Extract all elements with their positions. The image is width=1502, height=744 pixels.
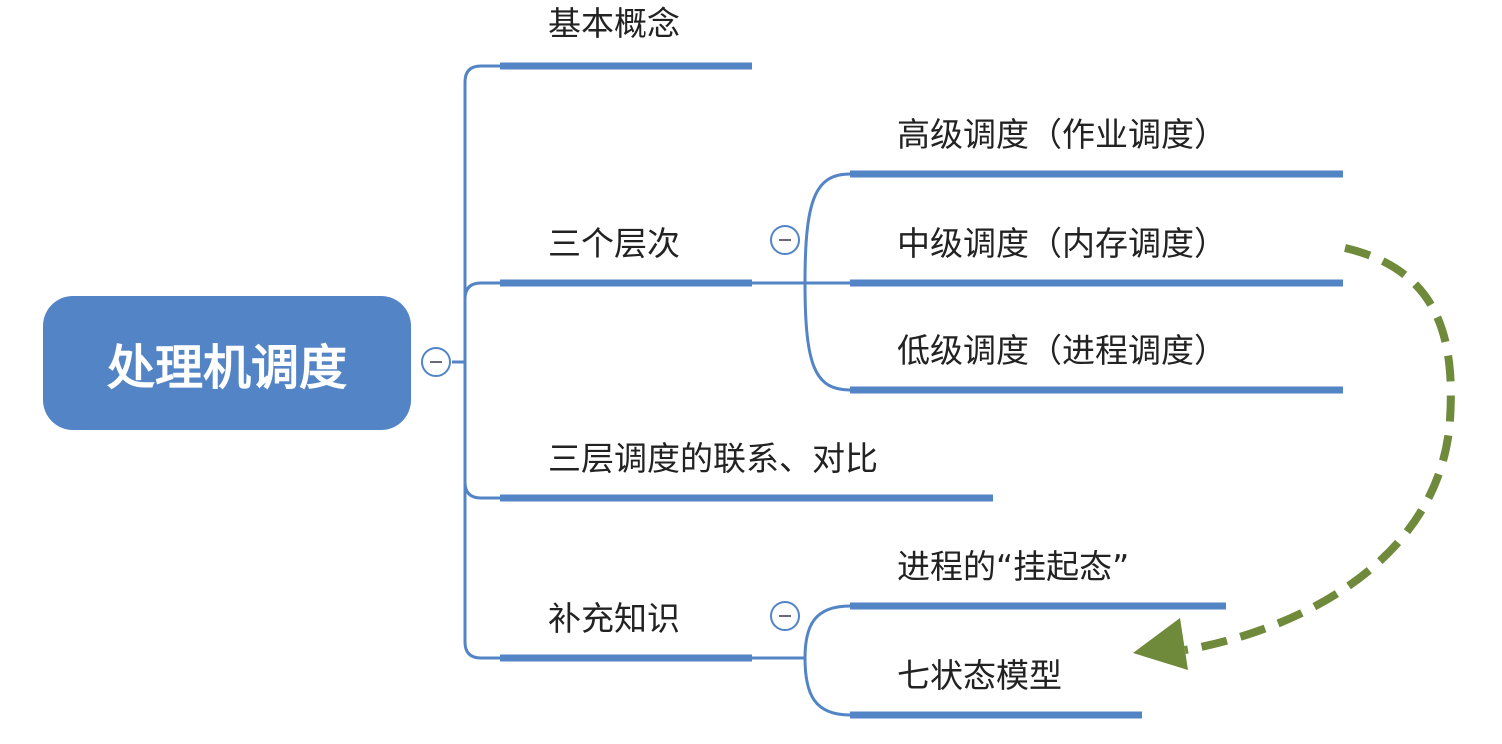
collapse-extra-icon[interactable]	[770, 601, 800, 631]
root-label: 处理机调度	[106, 340, 347, 396]
collapse-root-icon[interactable]	[421, 347, 451, 377]
root-node[interactable]: 处理机调度	[43, 296, 411, 430]
node-basic-concepts[interactable]: 基本概念	[548, 4, 680, 43]
node-compare[interactable]: 三层调度的联系、对比	[548, 439, 878, 478]
node-low-level[interactable]: 低级调度（进程调度）	[897, 331, 1227, 370]
trunk-to-extra	[463, 362, 500, 660]
node-high-level[interactable]: 高级调度（作业调度）	[897, 115, 1227, 154]
trunk-to-levels	[463, 281, 500, 362]
extra-to-suspend	[803, 604, 851, 659]
node-three-levels[interactable]: 三个层次	[548, 224, 680, 263]
node-seven-state[interactable]: 七状态模型	[897, 656, 1062, 695]
node-suspend-state[interactable]: 进程的“挂起态”	[897, 547, 1130, 586]
collapse-levels-icon[interactable]	[770, 225, 800, 255]
levels-to-low	[803, 282, 851, 392]
node-mid-level[interactable]: 中级调度（内存调度）	[897, 224, 1227, 263]
dashed-annotation-arrow	[1184, 244, 1455, 654]
node-extra[interactable]: 补充知识	[548, 599, 680, 638]
trunk-to-compare	[463, 362, 500, 500]
trunk-to-basic	[463, 64, 500, 362]
arrowhead-icon	[1133, 618, 1188, 670]
levels-to-high	[803, 172, 851, 284]
extra-to-seven	[803, 657, 851, 717]
